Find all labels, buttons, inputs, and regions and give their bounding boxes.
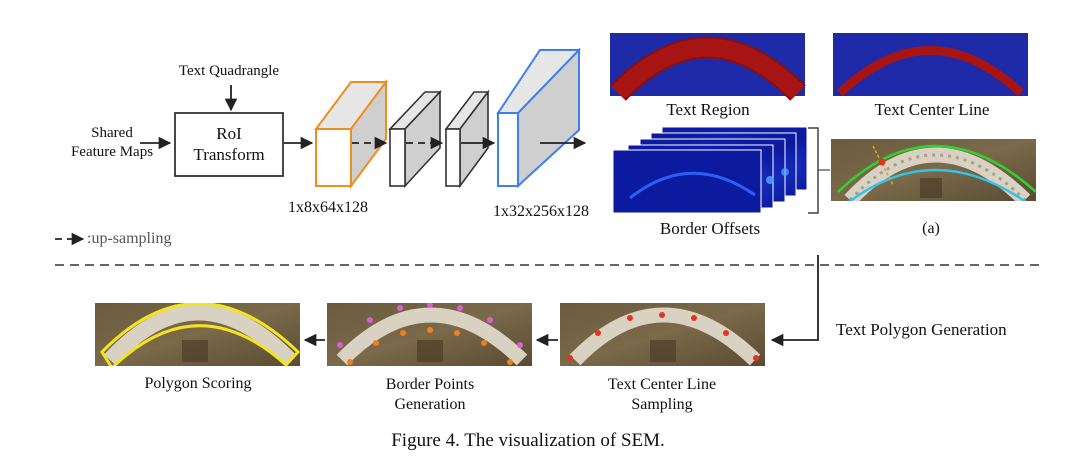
upsampling-legend-label: :up-sampling <box>87 230 172 247</box>
border-points-image <box>327 303 532 366</box>
size-large-label: 1x32x256x128 <box>493 203 589 220</box>
polygon-scoring-label: Polygon Scoring <box>144 375 252 392</box>
roi-transform-label: RoI Transform <box>193 124 265 164</box>
panel-a-label: (a) <box>922 220 940 237</box>
text-region-label: Text Region <box>666 100 750 119</box>
feature-block-large <box>496 47 581 189</box>
feature-block-mid-1 <box>388 89 442 189</box>
border-offsets-maps <box>612 126 808 214</box>
text-center-line-label: Text Center Line <box>874 100 990 119</box>
border-points-label: Border Points Generation <box>385 376 475 413</box>
feature-block-small <box>314 78 388 190</box>
size-small-label: 1x8x64x128 <box>288 199 368 216</box>
panel-a-image <box>831 139 1036 201</box>
text-quadrangle-label: Text Quadrangle <box>178 63 280 79</box>
offsets-bracket <box>808 127 819 214</box>
figure-caption: Figure 4. The visualization of SEM. <box>391 430 665 451</box>
shared-feature-maps-label: Shared Feature Maps <box>70 125 154 160</box>
center-line-sampling-image <box>560 303 765 366</box>
text-polygon-generation-label: Text Polygon Generation <box>836 320 1007 339</box>
text-center-line-map <box>833 33 1028 97</box>
polygon-generation-arrow <box>770 255 819 347</box>
border-offsets-label: Border Offsets <box>659 219 761 238</box>
polygon-scoring-image <box>95 303 300 366</box>
text-region-map <box>610 33 806 101</box>
center-line-sampling-label: Text Center Line Sampling <box>607 376 717 413</box>
roi-transform-box <box>174 112 284 177</box>
feature-block-mid-2 <box>444 89 490 189</box>
